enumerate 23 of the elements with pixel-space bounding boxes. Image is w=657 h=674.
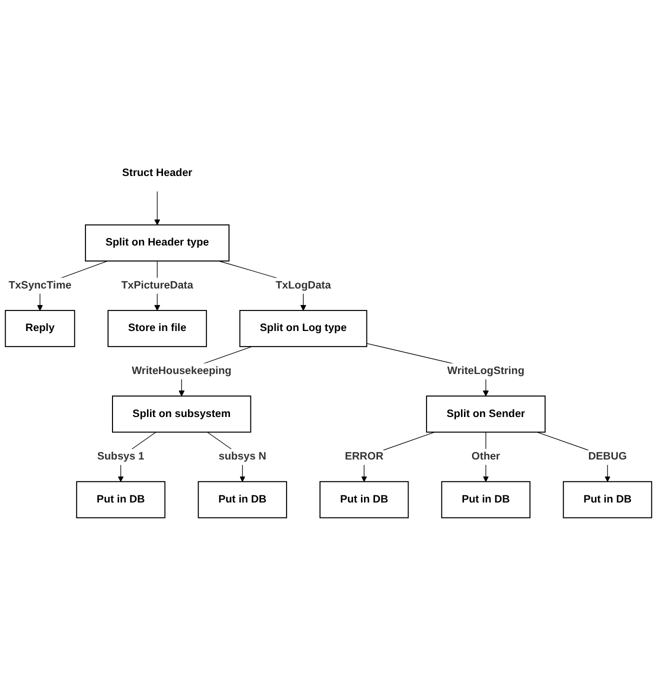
node-box: Put in DB: [562, 482, 652, 519]
edge-label: DEBUG: [588, 451, 627, 463]
node-box: Split on Header type: [84, 224, 230, 262]
edge-label: WriteLogString: [447, 366, 524, 378]
node-box: Put in DB: [198, 482, 288, 519]
node-box: Put in DB: [320, 482, 409, 519]
arrow: [154, 192, 160, 226]
node-box: Put in DB: [76, 482, 166, 519]
edge-label: subsys N: [218, 451, 266, 463]
node-box: Split on Sender: [426, 396, 546, 434]
edge-label: TxLogData: [276, 280, 331, 292]
edge-label: TxPictureData: [121, 280, 194, 292]
edge-label: TxSyncTime: [8, 280, 72, 292]
edge-label: Other: [472, 451, 500, 463]
edge-label: WriteHousekeeping: [132, 366, 232, 378]
node-box: Reply: [4, 310, 76, 348]
edge-label: ERROR: [344, 451, 384, 463]
node-box: Put in DB: [441, 482, 530, 519]
node-box: Store in file: [108, 310, 207, 348]
node-box: Split on Log type: [239, 310, 368, 348]
node-text: Struct Header: [122, 168, 192, 180]
edge-label: Subsys 1: [97, 451, 144, 463]
node-box: Split on subsystem: [112, 396, 252, 434]
